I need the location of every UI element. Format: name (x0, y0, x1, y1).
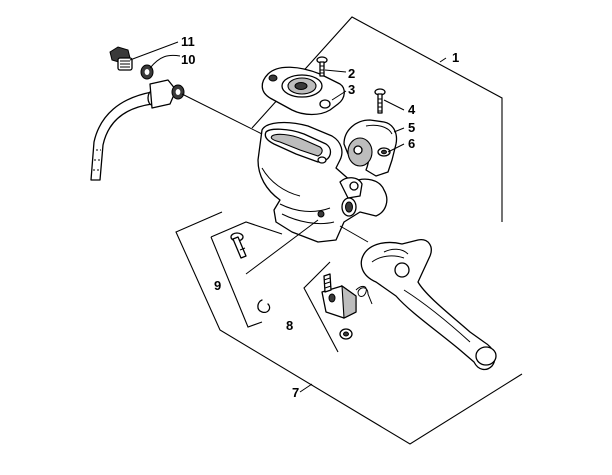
callout-9: 9 (214, 278, 221, 293)
callout-10: 10 (181, 52, 195, 67)
cover-screw (316, 56, 328, 77)
callout-11: 11 (181, 34, 195, 49)
callout-3: 3 (348, 82, 355, 97)
brake-hose (90, 79, 177, 181)
handlebar-clamp (343, 119, 398, 177)
adjuster-washer (339, 328, 353, 340)
bracket-assembly-8 (303, 261, 339, 353)
callout-7: 7 (292, 385, 299, 400)
label-ticks (299, 57, 447, 393)
lever-adjuster (321, 273, 357, 319)
brake-lever (360, 239, 497, 371)
leader-lines (129, 41, 405, 275)
pivot-pin (230, 232, 247, 259)
washer-upper (140, 64, 154, 80)
callout-1: 1 (452, 50, 459, 65)
callout-4: 4 (408, 102, 416, 117)
e-clip (257, 299, 271, 314)
bracket-assembly-9 (210, 221, 283, 328)
master-cylinder-body (257, 121, 388, 243)
reservoir-cover (261, 66, 345, 116)
banjo-bolt (109, 46, 133, 71)
callout-labels: 1 2 3 4 5 6 7 8 9 10 11 (181, 34, 459, 400)
clamp-washer (377, 147, 391, 157)
bracket-assembly-7 (175, 211, 523, 445)
callout-5: 5 (408, 120, 415, 135)
callout-6: 6 (408, 136, 415, 151)
washer-lower (171, 84, 185, 100)
clamp-screw (374, 88, 386, 114)
adjuster-spring (355, 285, 373, 305)
callout-2: 2 (348, 66, 355, 81)
callout-8: 8 (286, 318, 293, 333)
